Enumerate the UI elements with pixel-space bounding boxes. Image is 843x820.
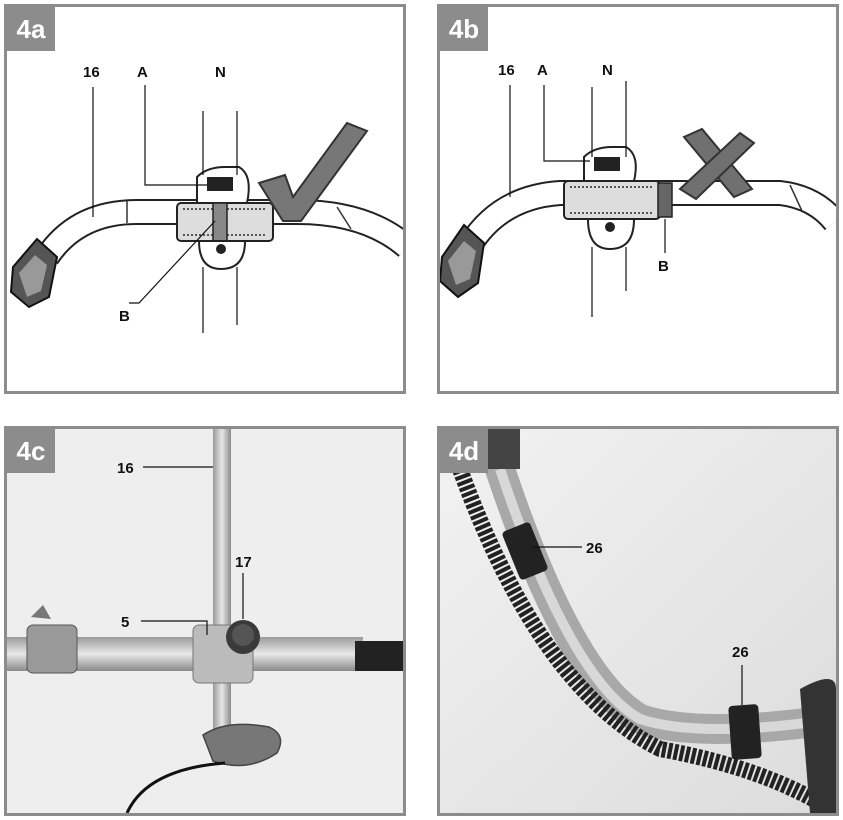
label-N: N xyxy=(602,62,613,79)
label-N: N xyxy=(215,64,226,81)
figure-4d-photo: 26 26 xyxy=(440,429,836,813)
figure-4a-illustration: 16 A N B xyxy=(7,7,403,391)
handle-clamp xyxy=(564,147,672,249)
label-B: B xyxy=(119,308,130,325)
figure-4c-photo: 16 17 5 xyxy=(7,429,403,813)
figure-tag-4d: 4d xyxy=(440,429,488,473)
label-16: 16 xyxy=(498,62,515,79)
label-26-lower: 26 xyxy=(732,644,749,661)
label-16: 16 xyxy=(117,460,134,477)
figure-tag-4b: 4b xyxy=(440,7,488,51)
figure-4a-panel: 4a 16 A xyxy=(4,4,406,394)
label-A: A xyxy=(537,62,548,79)
figure-4c-panel: 4c 16 17 5 xyxy=(4,426,406,816)
label-17: 17 xyxy=(235,554,252,571)
label-16: 16 xyxy=(83,64,100,81)
figure-tag-4c: 4c xyxy=(7,429,55,473)
figure-tag-4a: 4a xyxy=(7,7,55,51)
figure-4d-panel: 4d 26 26 xyxy=(437,426,839,816)
label-26-upper: 26 xyxy=(586,540,603,557)
label-5: 5 xyxy=(121,614,129,631)
handle-grip-icon xyxy=(440,225,484,297)
figure-4b-illustration: 16 A N B xyxy=(440,7,836,391)
figure-4b-panel: 4b 16 A N B xyxy=(437,4,839,394)
label-A: A xyxy=(137,64,148,81)
label-B: B xyxy=(658,258,669,275)
